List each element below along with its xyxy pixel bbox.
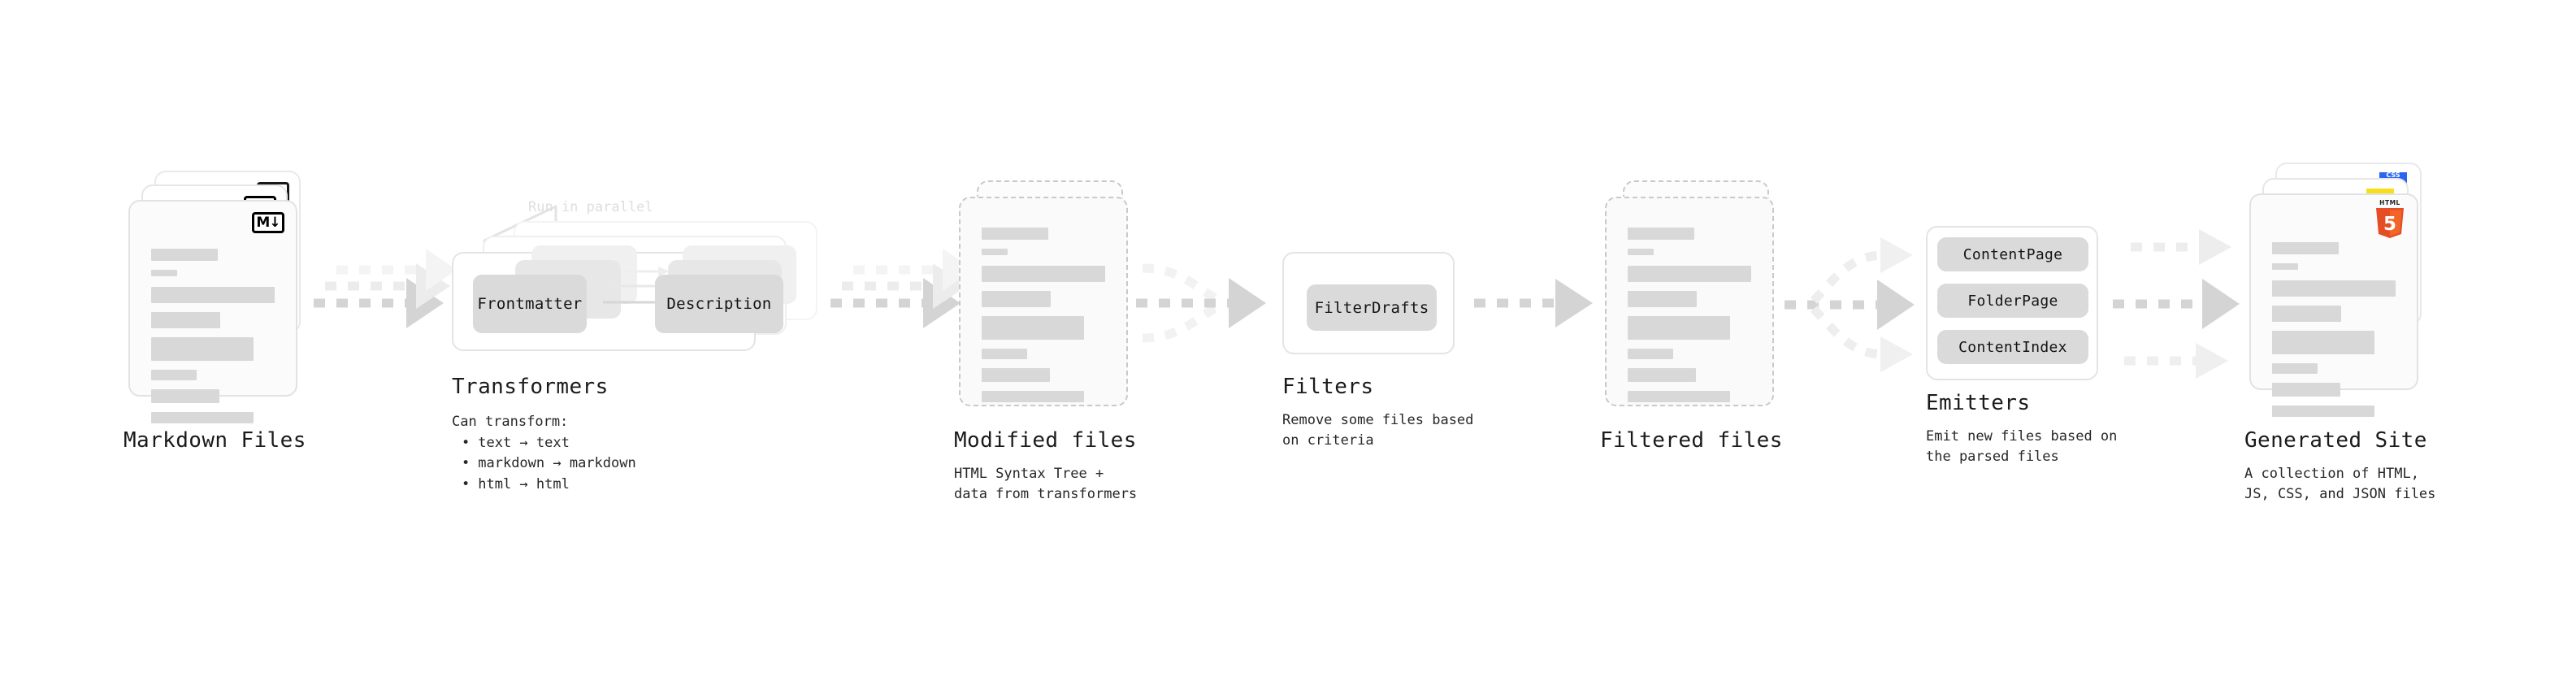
stage-title: Modified files — [954, 428, 1137, 453]
filter-chip-filterdrafts[interactable]: FilterDrafts — [1307, 284, 1437, 331]
stage-title: Filters — [1282, 375, 1374, 399]
connector-transformers-to-modified — [830, 249, 974, 328]
modified-file-card-front — [959, 197, 1128, 406]
generated-site-label: Generated Site A collection of HTML, JS,… — [2244, 428, 2435, 504]
card-placeholder-lines — [151, 249, 275, 423]
connector-filters-to-filtered — [1474, 279, 1593, 327]
transformers-label: Transformers Can transform: text → text … — [452, 375, 636, 495]
card-placeholder-lines — [1628, 228, 1751, 402]
connector-filtered-to-emitters — [1785, 237, 1915, 372]
capability-item: markdown → markdown — [452, 453, 635, 475]
filtered-file-card-front — [1605, 197, 1774, 406]
card-placeholder-lines — [982, 228, 1105, 402]
markdown-files-card-stack: M↓ M↓ M↓ — [128, 171, 303, 424]
filters-label: Filters Remove some files based on crite… — [1282, 375, 1473, 450]
modified-files-label: Modified files HTML Syntax Tree + data f… — [954, 428, 1137, 504]
modified-files-card-stack — [959, 180, 1134, 424]
transformer-chip-frontmatter[interactable]: Frontmatter — [473, 275, 587, 333]
markdown-file-card-front: M↓ — [128, 200, 297, 423]
filtered-files-label: Filtered files — [1600, 428, 1783, 453]
html5-badge-wordmark: HTML — [2379, 199, 2400, 206]
emitter-chip-folderpage[interactable]: FolderPage — [1937, 284, 2088, 318]
markdown-badge-front: M↓ — [252, 212, 284, 233]
stage-title: Emitters — [1926, 391, 2031, 415]
stage-subtitle: HTML Syntax Tree + data from transformer… — [954, 466, 1138, 502]
connector-markdown-to-transformers — [314, 249, 457, 328]
stage-title: Filtered files — [1600, 428, 1783, 453]
emitter-chip-contentindex[interactable]: ContentIndex — [1937, 330, 2088, 364]
generated-site-card-stack: CSS HTML 5 — [2249, 163, 2436, 423]
svg-text:5: 5 — [2383, 214, 2396, 235]
capability-item: text → text — [452, 433, 636, 454]
emitters-label: Emitters Emit new files based on the par… — [1926, 391, 2117, 466]
capability-item: html → html — [452, 475, 636, 496]
stage-title: Transformers — [452, 375, 609, 399]
markdown-files-label: Markdown Files — [124, 428, 306, 453]
emitter-chip-contentpage[interactable]: ContentPage — [1937, 237, 2088, 271]
connector-emitters-to-site — [2113, 229, 2240, 379]
filtered-files-card-stack — [1605, 180, 1780, 424]
stage-title: Markdown Files — [124, 428, 306, 453]
html5-shield-icon: 5 — [2376, 207, 2404, 238]
connector-modified-to-filters — [1136, 263, 1266, 343]
generated-site-card-html: HTML 5 — [2249, 193, 2418, 417]
transformers-capabilities-lead: Can transform: — [452, 414, 569, 430]
transformer-chip-description[interactable]: Description — [655, 275, 783, 333]
html5-badge: HTML 5 — [2373, 200, 2407, 241]
stage-subtitle: A collection of HTML, JS, CSS, and JSON … — [2244, 466, 2436, 502]
run-in-parallel-label: Run in parallel — [528, 199, 653, 215]
stage-title: Generated Site — [2244, 428, 2427, 453]
stage-subtitle: Remove some files based on criteria — [1282, 412, 1474, 449]
transformers-capabilities: Can transform: text → text markdown → ma… — [452, 412, 636, 495]
card-placeholder-lines — [2272, 242, 2396, 417]
stage-subtitle: Emit new files based on the parsed files — [1926, 428, 2118, 465]
